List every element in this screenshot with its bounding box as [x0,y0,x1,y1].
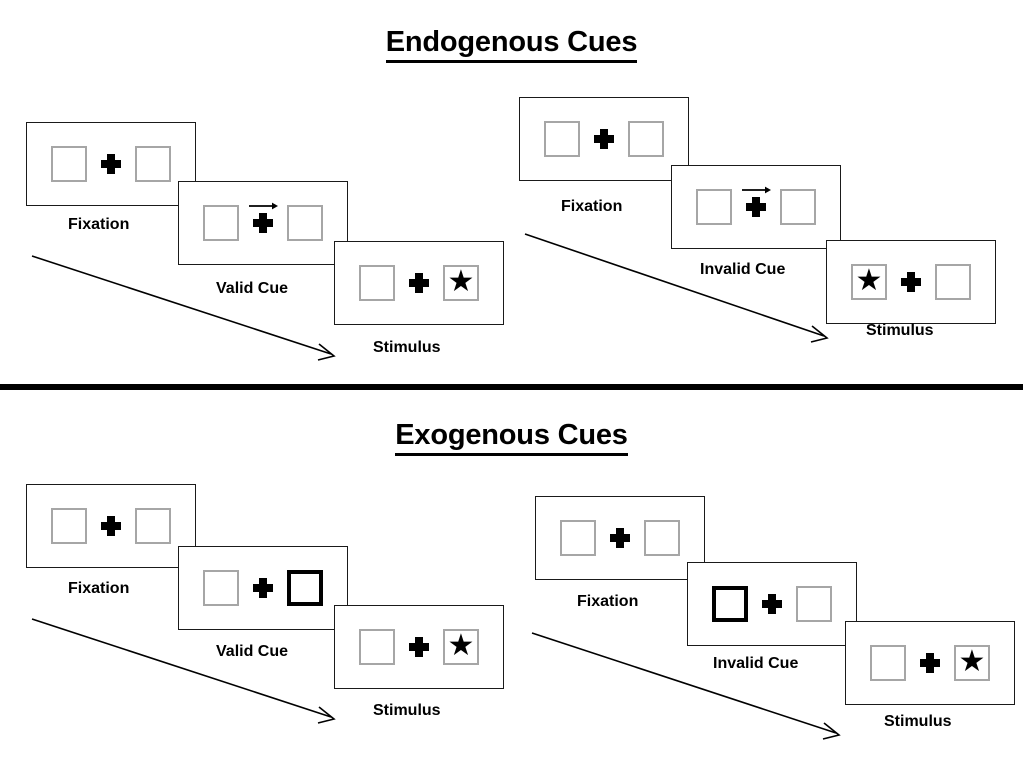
frame-exogenous-invalid-stimulus: ★ [845,621,1015,705]
frame-endogenous-valid-cue [178,181,348,265]
section-title-exogenous-text: Exogenous Cues [395,419,628,456]
fixation-cross-icon [901,272,921,292]
right-arrow-cue-icon [249,202,278,210]
placeholder-box-left [544,121,580,157]
cued-box-left [712,586,748,622]
frame-exogenous-valid-stimulus: ★ [334,605,504,689]
stage-label-exogenous-valid-cue: Valid Cue [216,643,289,660]
stage-label-endogenous-valid-stimulus: Stimulus [373,339,441,356]
time-arrow-exogenous-valid [31,618,336,724]
placeholder-box-left [359,629,395,665]
placeholder-box-left [359,265,395,301]
stage-label-endogenous-invalid-fixation: Fixation [561,198,623,215]
fixation-cross-icon [253,578,273,598]
section-title-exogenous: Exogenous Cues [0,419,1023,456]
placeholder-box-left [696,189,732,225]
frame-exogenous-invalid-fixation [535,496,705,580]
star-target-icon: ★ [958,645,986,678]
fixation-cross-icon [249,202,278,233]
fixation-cross-icon [594,129,614,149]
stage-label-exogenous-invalid-cue: Invalid Cue [713,655,799,672]
stage-label-endogenous-invalid-cue: Invalid Cue [700,261,786,278]
target-box-right: ★ [954,645,990,681]
placeholder-box-right [135,508,171,544]
placeholder-box-left [51,508,87,544]
target-box-right: ★ [443,629,479,665]
stage-label-endogenous-invalid-stimulus: Stimulus [866,322,934,339]
placeholder-box-left [560,520,596,556]
frame-exogenous-invalid-cue [687,562,857,646]
section-title-endogenous-text: Endogenous Cues [385,26,637,63]
frame-endogenous-invalid-cue [671,165,841,249]
placeholder-box-left [870,645,906,681]
right-arrow-cue-icon [742,186,771,194]
stage-label-endogenous-valid-fixation: Fixation [68,216,130,233]
placeholder-box-right [780,189,816,225]
frame-endogenous-valid-fixation [26,122,196,206]
placeholder-box-right [935,264,971,300]
stage-label-exogenous-invalid-stimulus: Stimulus [884,713,952,730]
fixation-cross-icon [101,154,121,174]
stage-label-exogenous-valid-fixation: Fixation [68,580,130,597]
star-target-icon: ★ [855,264,883,297]
stage-label-endogenous-valid-cue: Valid Cue [216,280,289,297]
fixation-cross-icon [762,594,782,614]
placeholder-box-left [203,570,239,606]
fixation-cross-icon [409,637,429,657]
fixation-cross-icon [920,653,940,673]
placeholder-box-right [796,586,832,622]
section-divider [0,384,1023,390]
frame-endogenous-invalid-fixation [519,97,689,181]
fixation-cross-icon [742,186,771,217]
placeholder-box-right [135,146,171,182]
star-target-icon: ★ [447,629,475,662]
frame-endogenous-invalid-stimulus: ★ [826,240,996,324]
target-box-right: ★ [443,265,479,301]
placeholder-box-left [203,205,239,241]
placeholder-box-right [628,121,664,157]
frame-exogenous-valid-cue [178,546,348,630]
star-target-icon: ★ [447,265,475,298]
fixation-cross-icon [101,516,121,536]
placeholder-box-right [644,520,680,556]
stage-label-exogenous-invalid-fixation: Fixation [577,593,639,610]
placeholder-box-right [287,205,323,241]
section-title-endogenous: Endogenous Cues [0,26,1023,63]
placeholder-box-left [51,146,87,182]
frame-exogenous-valid-fixation [26,484,196,568]
frame-endogenous-valid-stimulus: ★ [334,241,504,325]
time-arrow-endogenous-valid [31,255,336,361]
target-box-left: ★ [851,264,887,300]
cued-box-right [287,570,323,606]
fixation-cross-icon [610,528,630,548]
fixation-cross-icon [409,273,429,293]
stage-label-exogenous-valid-stimulus: Stimulus [373,702,441,719]
